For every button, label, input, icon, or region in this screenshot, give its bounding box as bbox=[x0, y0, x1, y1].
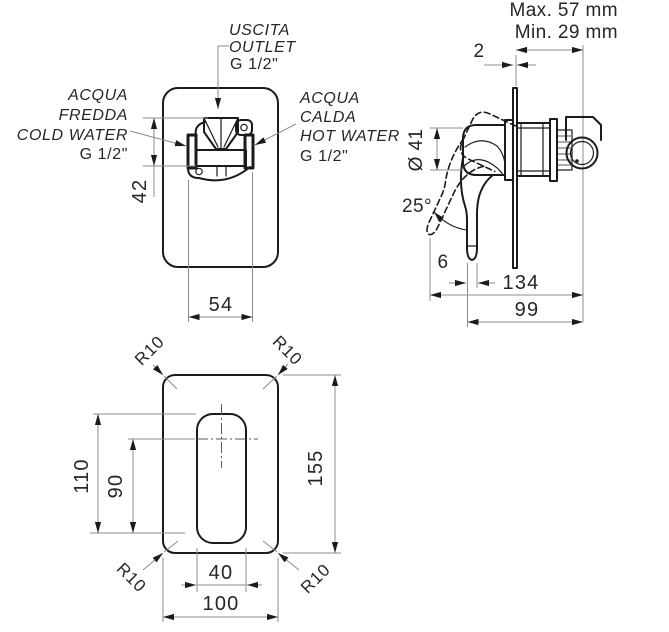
dim-40-text: 40 bbox=[209, 562, 234, 584]
dim-plate-thickness: 2 bbox=[474, 41, 536, 69]
wall-plate-front bbox=[162, 87, 279, 268]
cold-water-leader bbox=[129, 130, 187, 147]
r10-text-bottom-left: R10 bbox=[113, 559, 150, 596]
cold-label-line1: ACQUA bbox=[67, 87, 128, 104]
dim-100-text: 100 bbox=[203, 593, 240, 615]
body-hook bbox=[194, 121, 206, 136]
dim-54-text: 54 bbox=[209, 294, 234, 316]
r10-text-top-right: R10 bbox=[269, 332, 306, 369]
dim-handle-angle: 25° bbox=[402, 196, 467, 231]
callout-r10-bottom-right: R10 bbox=[262, 540, 334, 597]
handle-sculpt-1 bbox=[464, 140, 506, 164]
handle-cap-dashed bbox=[459, 111, 517, 173]
handle-cap bbox=[462, 124, 506, 176]
dim-slot-center: 90 bbox=[105, 438, 195, 533]
body-cylinder bbox=[516, 122, 551, 177]
hot-water-leader bbox=[254, 123, 297, 146]
dim-99-text: 99 bbox=[515, 299, 540, 321]
dim-handle-diameter: Ø 41 bbox=[406, 127, 463, 172]
dim-depth-range: Max. 57 mm Min. 29 mm bbox=[509, 0, 618, 86]
dim-25deg-text: 25° bbox=[402, 196, 432, 217]
callout-r10-bottom-left: R10 bbox=[113, 540, 179, 596]
funnel-fan-lines bbox=[203, 117, 239, 150]
dim-lever-tip: 6 bbox=[438, 252, 495, 288]
body-corner bbox=[187, 167, 200, 179]
hot-label-line3: HOT WATER bbox=[300, 128, 400, 145]
outlet-label-line2: OUTLET bbox=[229, 39, 296, 56]
handle-closed bbox=[459, 124, 506, 261]
hot-label-line2: CALDA bbox=[300, 109, 356, 126]
screw-tab bbox=[235, 119, 253, 136]
outlet-mark bbox=[575, 159, 579, 163]
dim-handle-depth: 99 bbox=[467, 263, 583, 327]
label-hot-water: ACQUA CALDA HOT WATER G 1/2" bbox=[254, 90, 400, 165]
callout-r10-top-right: R10 bbox=[262, 332, 306, 390]
outlet-leader bbox=[214, 45, 229, 109]
cold-label-line3: COLD WATER bbox=[17, 127, 128, 144]
elbow-housing bbox=[565, 116, 602, 141]
bottom-view: 110 90 155 40 100 bbox=[71, 332, 341, 622]
trim-ring bbox=[504, 119, 514, 181]
screw-hole-bottom bbox=[195, 167, 203, 176]
valve-band bbox=[195, 149, 247, 167]
dim-134-text: 134 bbox=[503, 272, 540, 294]
dim-110-text: 110 bbox=[71, 458, 93, 494]
dim-plate-height: 155 bbox=[283, 374, 341, 554]
body-detail-lines bbox=[516, 122, 551, 177]
cold-inlet-port bbox=[186, 133, 198, 170]
hot-label-line1: ACQUA bbox=[299, 90, 360, 107]
handle-lever-blade bbox=[459, 157, 494, 261]
dim-max-text: Max. 57 mm bbox=[509, 0, 618, 21]
dim-2-text: 2 bbox=[474, 41, 485, 62]
body-bottom-arc bbox=[198, 166, 251, 182]
r10-text-bottom-right: R10 bbox=[297, 560, 334, 597]
valve-body-side bbox=[504, 116, 602, 182]
dim-42-text: 42 bbox=[129, 179, 151, 204]
label-outlet: USCITA OUTLET G 1/2" bbox=[214, 22, 296, 109]
dim-plate-width: 100 bbox=[162, 558, 279, 622]
r10-text-top-left: R10 bbox=[131, 332, 168, 369]
threaded-nipple bbox=[556, 129, 573, 171]
outlet-label-line3: G 1/2" bbox=[230, 56, 278, 73]
handle-blade-dashed bbox=[426, 137, 485, 236]
outlet-connection bbox=[565, 136, 599, 170]
wall-plate-plan bbox=[162, 374, 279, 554]
dim-min-text: Min. 29 mm bbox=[515, 22, 618, 43]
screw-hole-top bbox=[240, 123, 248, 132]
cold-label-line4: G 1/2" bbox=[80, 146, 128, 163]
cold-label-line2: FREDDA bbox=[59, 107, 128, 124]
side-view: 25° Max. 57 mm Min. 29 mm 2 Ø 41 6 bbox=[402, 0, 618, 327]
dim-6-text: 6 bbox=[438, 252, 449, 273]
dim-slot-width: 40 bbox=[181, 548, 262, 592]
handle-open-dashed bbox=[426, 111, 517, 236]
outlet-connection-inner bbox=[569, 140, 595, 166]
wall-flange bbox=[549, 118, 558, 182]
dim-inlet-height: 42 bbox=[129, 117, 208, 204]
outlet-label-line1: USCITA bbox=[229, 22, 290, 39]
dim-90-text: 90 bbox=[105, 474, 127, 499]
dim-total-depth: 134 bbox=[429, 238, 583, 301]
dim-155-text: 155 bbox=[305, 450, 327, 487]
outlet-stub bbox=[216, 165, 227, 177]
dim-inlet-spacing: 54 bbox=[188, 172, 253, 322]
valve-body-front bbox=[186, 117, 255, 182]
dim-d41-text: Ø 41 bbox=[406, 129, 427, 172]
front-view: 42 54 USCITA OUTLET G 1/2" ACQUA FREDDA … bbox=[17, 22, 400, 322]
dim-slot-height: 110 bbox=[71, 413, 196, 534]
hot-label-line4: G 1/2" bbox=[300, 148, 348, 165]
label-cold-water: ACQUA FREDDA COLD WATER G 1/2" bbox=[17, 87, 187, 163]
callout-r10-top-left: R10 bbox=[131, 332, 178, 390]
